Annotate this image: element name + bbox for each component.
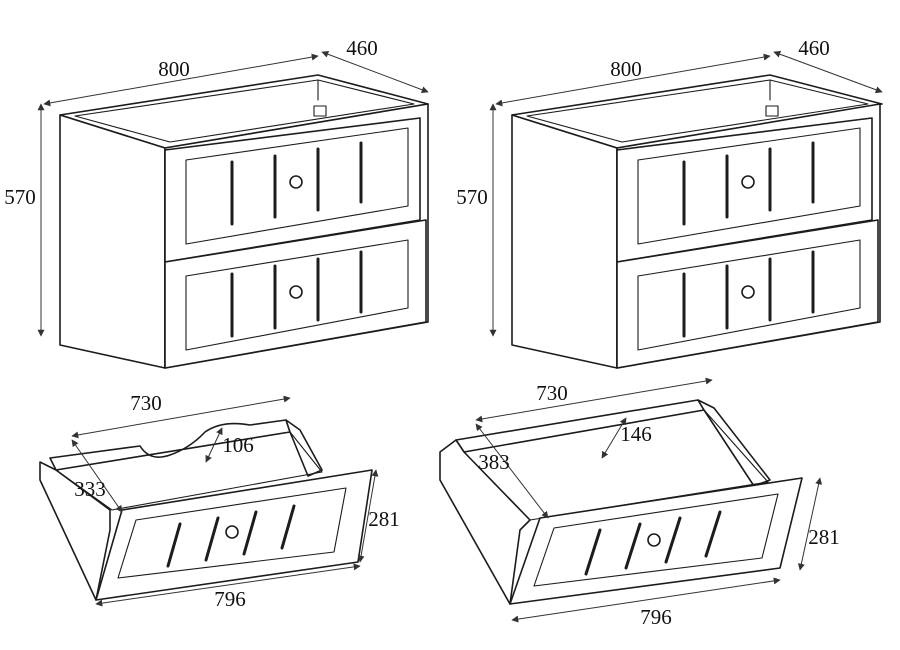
- drawer-right-inner-width-label: 730: [536, 381, 568, 405]
- knob-icon: [289, 285, 303, 299]
- drawer-left-back: [49, 419, 291, 471]
- drawer-left-right-side: [285, 419, 323, 477]
- drawer-right-inner-depth-label: 383: [478, 450, 510, 474]
- drawer-left-inner-depth-label: 333: [74, 477, 106, 501]
- drawer-right-side: [439, 439, 531, 605]
- knob-icon: [225, 525, 239, 539]
- drawer-left-height-label: 281: [368, 507, 400, 531]
- knob-icon: [647, 533, 661, 547]
- cabinet-left: [59, 74, 429, 369]
- cabinet-right-side: [511, 114, 618, 369]
- cabinet-left-side: [59, 114, 166, 369]
- cabinet-left-height-label: 570: [4, 185, 36, 209]
- drawer-right-front-width-label: 796: [640, 605, 672, 629]
- drawer-left: [39, 419, 373, 601]
- knob-icon: [741, 285, 755, 299]
- knob-icon: [741, 175, 755, 189]
- drawer-right-height-label: 281: [808, 525, 840, 549]
- cabinet-left-width-label: 800: [158, 57, 190, 81]
- cabinet-right-width-label: 800: [610, 57, 642, 81]
- drawer-right-cutout-label: 146: [620, 422, 652, 446]
- cabinet-left-depth-label: 460: [346, 36, 378, 60]
- cabinet-right: [511, 74, 883, 369]
- knob-icon: [289, 175, 303, 189]
- drawer-right-back: [455, 399, 705, 453]
- drawer-left-inner-width-label: 730: [130, 391, 162, 415]
- cabinet-right-bracket: [765, 105, 779, 117]
- cabinet-right-depth-label: 460: [798, 36, 830, 60]
- drawer-left-front-width-label: 796: [214, 587, 246, 611]
- drawer-left-cutout-label: 106: [222, 433, 254, 457]
- cabinet-right-height-label: 570: [456, 185, 488, 209]
- cabinet-left-bracket: [313, 105, 327, 117]
